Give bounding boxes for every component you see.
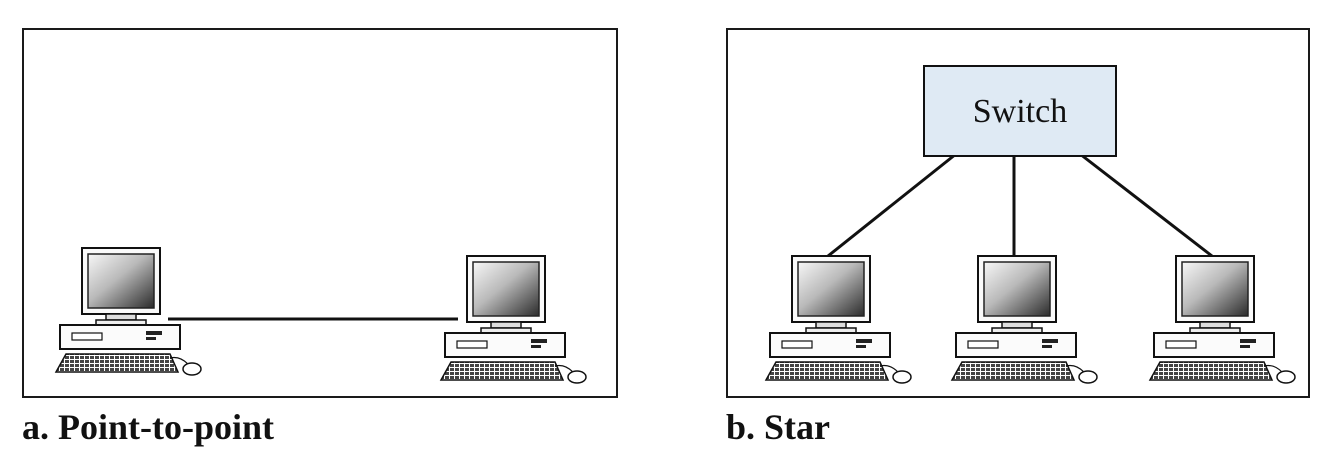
switch-box: [923, 65, 1117, 157]
computer-icon-left: [55, 247, 202, 376]
point-to-point-diagram: [55, 247, 587, 384]
star-link-right: [1079, 152, 1213, 258]
computer-icon-star-right: [1149, 255, 1296, 384]
star-link-left: [827, 152, 957, 258]
caption-star: b. Star: [726, 407, 831, 447]
point-to-point-panel: a. Point-to-point: [0, 0, 640, 464]
computer-icon-star-center: [951, 255, 1098, 384]
computer-icon-star-left: [765, 255, 912, 384]
caption-point-to-point: a. Point-to-point: [22, 407, 274, 447]
star-diagram: Switch: [765, 65, 1296, 384]
computer-icon-right: [440, 255, 587, 384]
star-panel: Switch b. Star: [700, 0, 1330, 464]
switch-label: Switch: [973, 93, 1067, 130]
